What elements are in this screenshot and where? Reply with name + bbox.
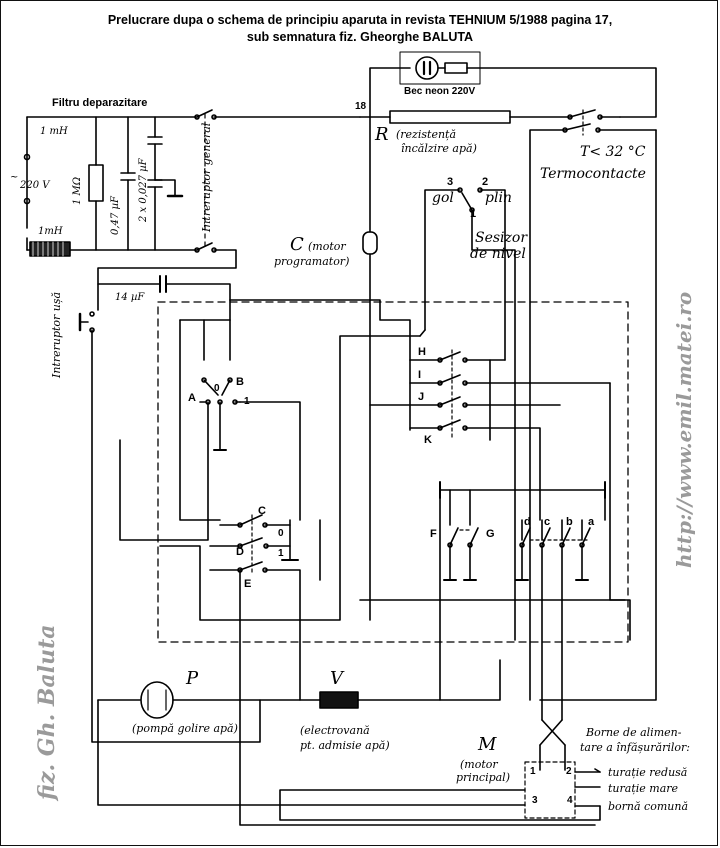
door-switch-label: Intreruptor ușă [50,291,63,378]
motor-term-3: 3 [532,795,538,806]
borne-title-1: Borne de alimen- [586,726,682,739]
motor-m-desc-2: principal) [456,771,510,784]
motor-c-letter: C [290,234,304,255]
heater-desc-1: (rezistență [396,128,457,141]
motor-c-drawing [363,117,377,620]
contact-k-label: K [424,434,432,446]
inductor-top-label: 1 mH [40,126,68,137]
contact-f-label: F [430,528,437,540]
door-cap-label: 14 µF [115,292,145,303]
thermo-setting: T< 32 °C [580,144,646,160]
borne-common: bornă comună [608,800,689,813]
valve-letter: V [330,668,343,689]
contact-cde-0: 0 [278,528,284,539]
contact-a-label: A [188,392,196,404]
level-gol: gol [432,190,454,206]
cam-block-boundary [158,302,628,642]
valve-desc-2: pt. admisie apă) [300,739,390,752]
heater-desc-2: încălzire apă) [401,142,477,155]
cap2-label: 2 x 0,027 µF [138,158,149,222]
hijk-contacts [370,350,610,520]
contact-ab-0: 0 [214,383,220,394]
watermark-right: http://www.emil.matei.ro [672,291,696,568]
cap1-label: 0,47 µF [110,196,121,235]
node-18-label: 18 [355,101,367,112]
level-plin: plin [485,190,512,206]
borne-high: turație mare [608,782,679,795]
motor-c-desc-2: programator) [274,255,350,268]
filter-title: Filtru deparazitare [52,97,148,109]
inner-wiring [180,300,625,700]
header-line-2: sub semnatura fiz. Gheorghe BALUTA [246,30,474,44]
contact-b-label: B [236,376,244,388]
thermo-name: Termocontacte [540,166,646,182]
general-switch-drawing [98,110,360,310]
level-name-1: Sesizor [475,230,528,246]
level-term-3: 3 [447,176,454,188]
contact-i-label: I [418,369,422,381]
contact-j-label: J [418,391,425,403]
pump-desc: (pompă golire apă) [132,722,238,735]
contact-g-label: G [486,528,495,540]
motor-term-2: 2 [566,766,572,777]
level-name-2: de nivel [470,246,526,262]
mains-voltage-label: 220 V [20,180,50,191]
motor-m-desc-1: (motor [460,758,498,771]
motor-term-4: 4 [567,795,573,806]
motor-term-1: 1 [530,766,536,777]
door-switch-drawing [80,276,260,742]
fgabcd-contacts [440,383,630,720]
contact-a-small-label: a [588,516,595,528]
contact-cde-1: 1 [278,548,284,559]
contact-c-small-label: c [544,516,551,528]
contact-d-small-label: d [524,516,531,528]
motor-c-desc-1: (motor [308,240,346,253]
contact-b-small-label: b [566,516,573,528]
contact-ab-1: 1 [244,396,250,407]
borne-low: turație redusă [608,766,688,779]
watermark-left: fiz. Gh. Baluta [34,624,60,800]
resistor-label: 1 MΩ [72,176,83,205]
inductor-bottom-label: 1mH [38,226,63,237]
header-line-1: Prelucrare dupa o schema de principiu ap… [107,13,613,27]
neon-label: Bec neon 220V [404,86,476,97]
valve-desc-1: (electrovană [300,724,370,737]
contact-e-label: E [244,578,252,590]
top-rail [360,52,656,700]
contact-c-label: C [258,505,266,517]
pump-letter: P [186,668,199,689]
mains-filter [25,117,198,256]
level-term-1: 1 [470,208,477,220]
left-contacts [120,320,420,700]
tilde-symbol: ~ [10,172,19,183]
pump-valve [98,682,525,805]
motor-m-drawing [240,570,600,825]
general-switch-label: Intreruptor general [200,122,213,232]
level-term-2: 2 [482,176,489,188]
heater-letter: R [375,124,389,145]
borne-title-2: tare a înfășurărilor: [580,741,690,754]
contact-d-label: D [236,546,244,558]
motor-m-letter: M [478,734,497,755]
contact-h-label: H [418,346,426,358]
level-sensor-drawing [425,188,515,640]
